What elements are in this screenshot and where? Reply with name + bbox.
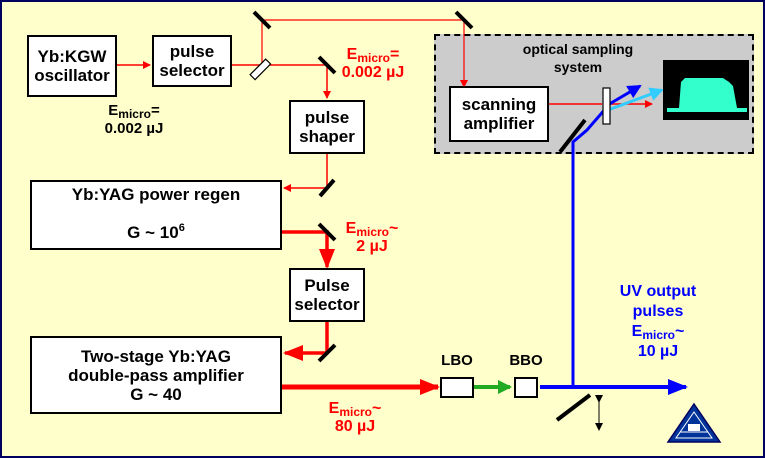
pulse-selector-label: pulse selector (159, 42, 225, 80)
pulse-shaper-box: pulse shaper (289, 100, 365, 154)
mirror-icon (555, 393, 592, 422)
beam-splitter-icon (249, 58, 272, 81)
oscillator-label: Yb:KGW oscillator (34, 47, 110, 85)
uv-output-line1: UV output (619, 283, 697, 300)
lbo-label: LBO (441, 352, 473, 369)
scanning-amplifier-box: scanning amplifier (449, 86, 549, 142)
uv-output-line2: pulses (632, 303, 684, 320)
lbo-crystal (440, 377, 474, 398)
two-stage-amplifier-label: Two-stage Yb:YAG double-pass amplifier G… (68, 346, 244, 404)
beam-regen-out (282, 230, 335, 269)
bbo-crystal (514, 377, 538, 398)
power-regen-gain-exponent: 6 (178, 222, 185, 234)
uv-output-label: UV output pulses Emicro~ 10 µJ (619, 283, 697, 360)
mirror-icon (317, 222, 337, 242)
pulse-selector-2-box: Pulse selector (289, 268, 365, 322)
mirror-icon (454, 10, 474, 30)
power-regen-box: Yb:YAG power regen G ~ 106 (30, 180, 282, 250)
oscillator-box: Yb:KGW oscillator (27, 35, 117, 97)
mirror-icon (317, 55, 337, 75)
energy-label-amplifier: Emicro~ 80 µJ (328, 400, 382, 435)
mirror-icon (558, 118, 587, 154)
beam-sampling-cyan (607, 87, 664, 112)
power-regen-gain: G ~ 10 (127, 223, 179, 242)
energy-label-oscillator: Emicro= 0.002 µJ (104, 102, 164, 137)
optical-sampling-title: optical sampling system (522, 41, 634, 75)
beam-sampling-seed (261, 19, 468, 88)
energy-label-selector: Emicro= 0.002 µJ (341, 46, 405, 81)
power-regen-label: Yb:YAG power regen G ~ 106 (72, 166, 240, 264)
pulse-selector-box: pulse selector (152, 35, 232, 87)
oscilloscope-trace-icon (663, 60, 749, 120)
energy-label-regen: Emicro~ 2 µJ (345, 220, 399, 255)
two-stage-amplifier-box: Two-stage Yb:YAG double-pass amplifier G… (30, 336, 282, 414)
mirror-icon (317, 343, 337, 363)
pulse-shaper-label: pulse shaper (299, 108, 355, 146)
beam-sampling-blue (605, 84, 642, 108)
triangle-logo-icon (666, 402, 722, 443)
mirror-icon (318, 178, 336, 198)
mirror-icon (252, 10, 272, 30)
power-regen-line2: G ~ 106 (72, 222, 240, 245)
sampling-crystal-icon (602, 87, 611, 125)
pulse-selector-2-label: Pulse selector (294, 276, 360, 314)
beam-uv-pickoff (571, 106, 609, 387)
bbo-label: BBO (509, 352, 543, 369)
scanning-amplifier-label: scanning amplifier (461, 95, 537, 133)
power-regen-line1: Yb:YAG power regen (71, 185, 241, 204)
